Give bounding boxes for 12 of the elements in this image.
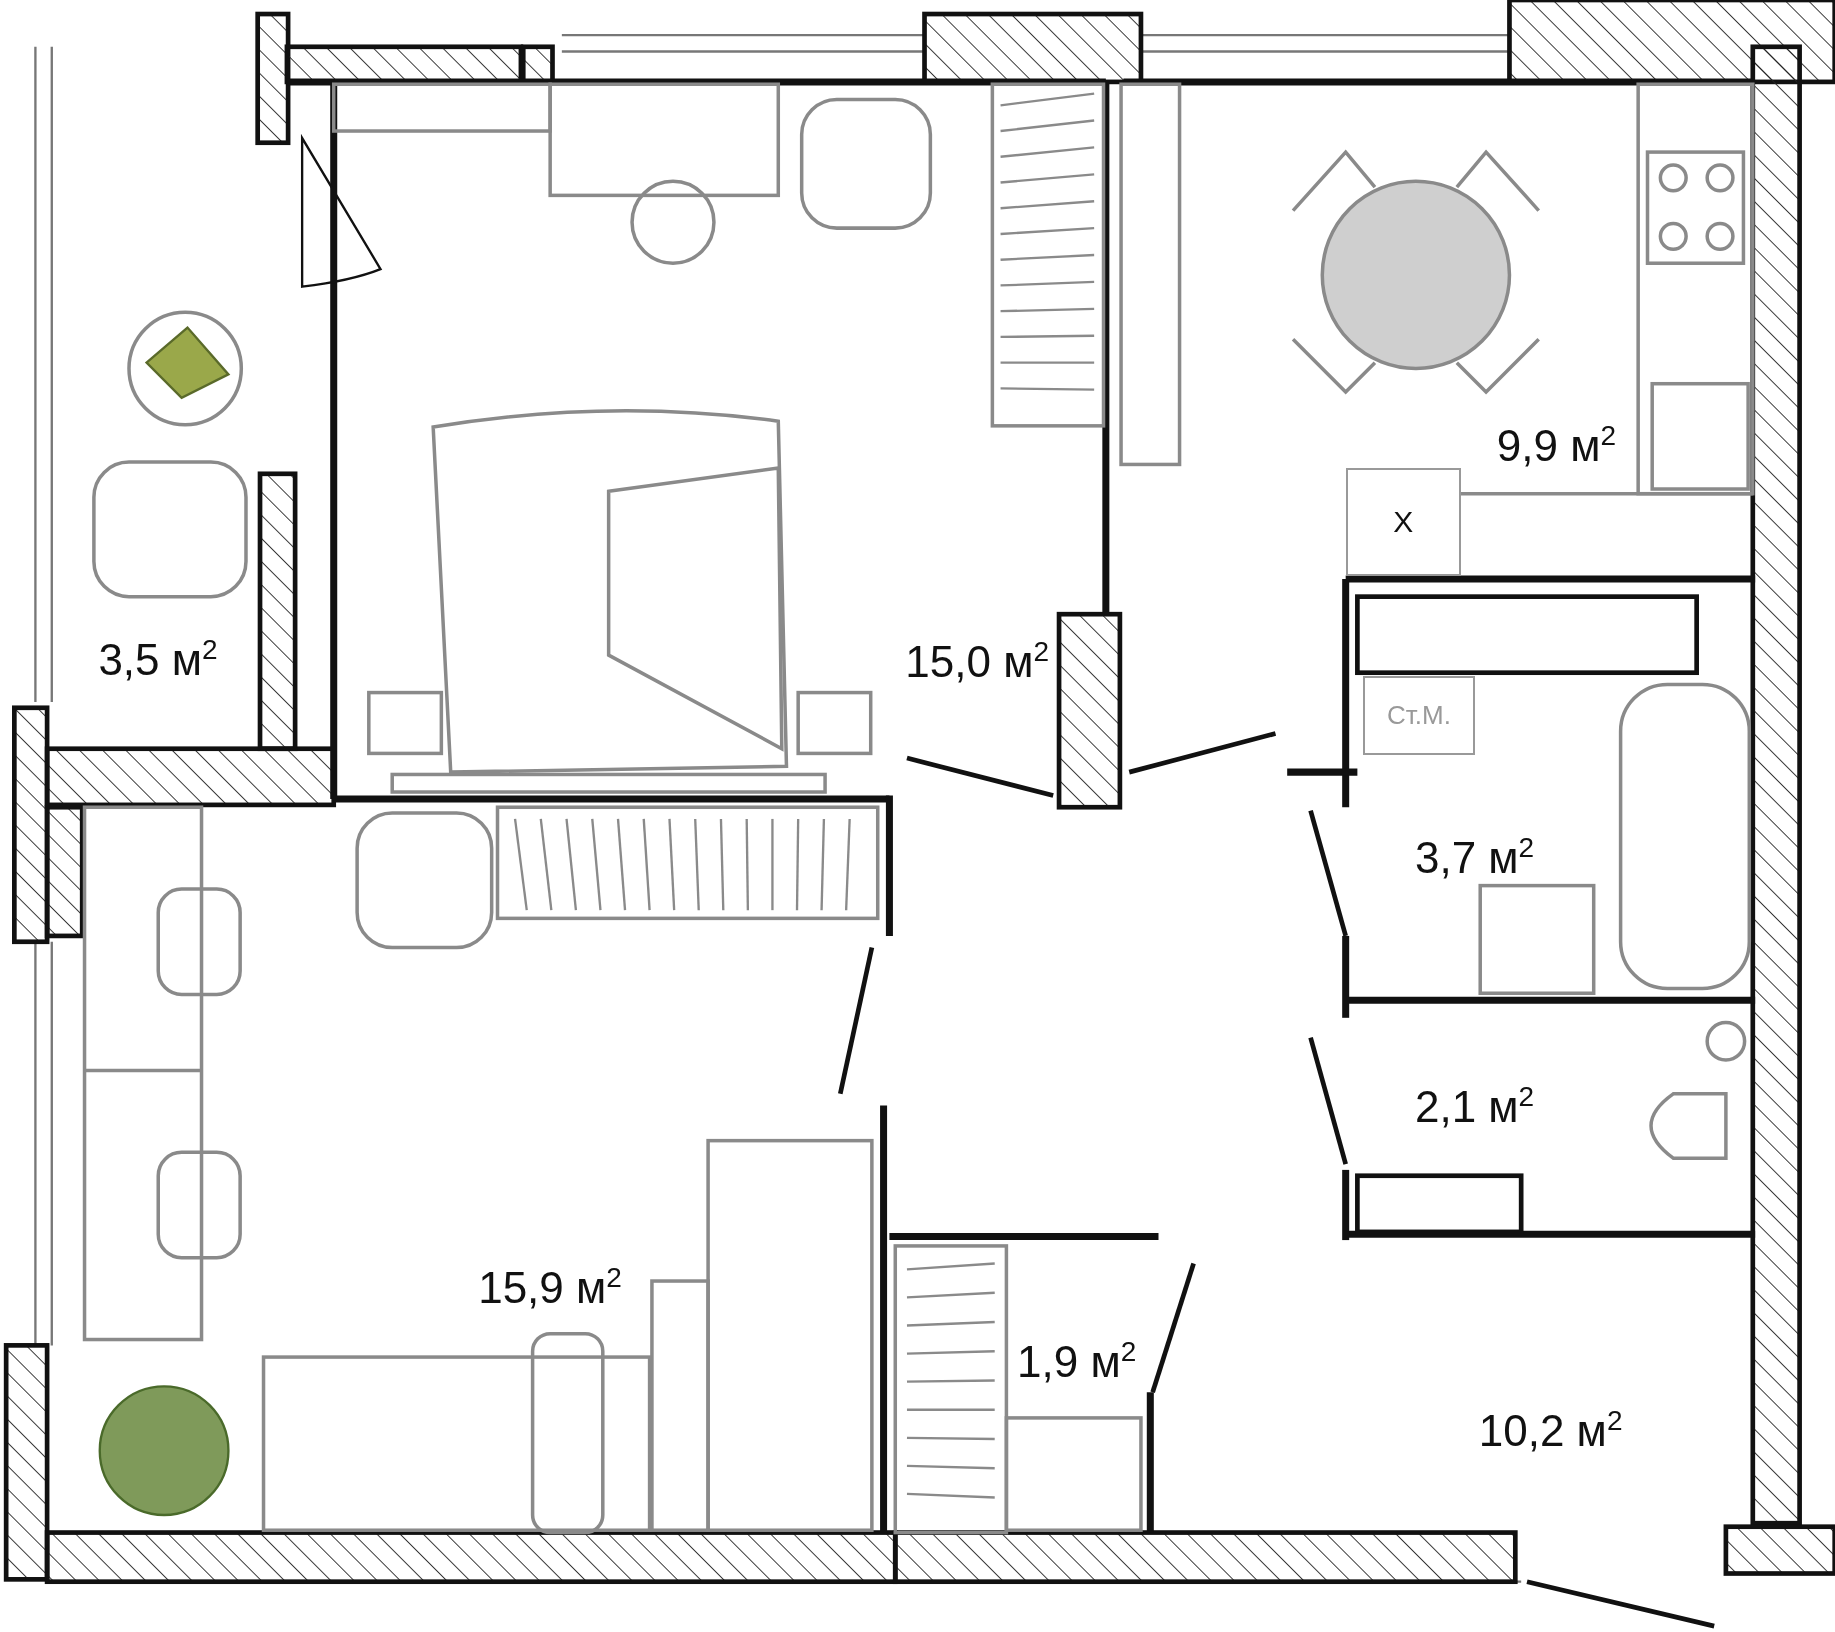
appliance-label: X [1393, 504, 1414, 539]
area-label: 15,0 м$^{2}$ [905, 638, 1049, 685]
appliance-box [1363, 676, 1475, 755]
area-label: 1,9 м$^{2}$ [1017, 1338, 1137, 1385]
area-label: 3,5 м$^{2}$ [98, 635, 218, 682]
area-label: 2,1 м$^{2}$ [1414, 1082, 1535, 1129]
area-label: 9,9 м$^{2}$ [1496, 421, 1617, 468]
area-label: 3,7 м$^{2}$ [1414, 833, 1535, 880]
appliance-label: Ст.М. [1387, 700, 1451, 732]
appliance-box [1345, 468, 1461, 576]
area-label: 15,9 м$^{2}$ [478, 1264, 622, 1311]
area-label: 10,2 м$^{2}$ [1478, 1407, 1623, 1454]
